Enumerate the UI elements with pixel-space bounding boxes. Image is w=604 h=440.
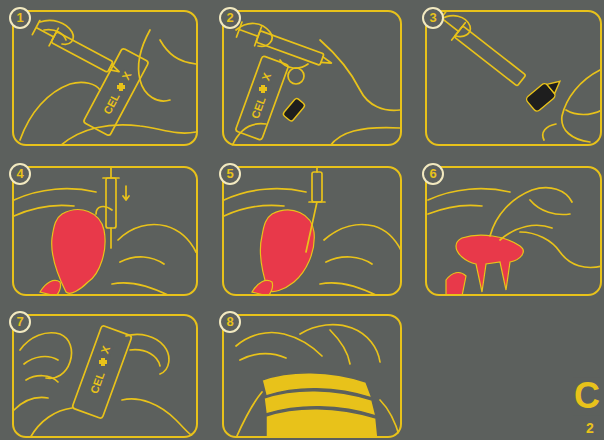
- line-art: [83, 48, 149, 136]
- line-art: [256, 31, 324, 66]
- package-text: X: [260, 71, 274, 84]
- callout-number: 3: [422, 7, 444, 29]
- step-panel: 2: [222, 10, 402, 146]
- step-panel: 4: [12, 166, 198, 296]
- line-art: [60, 125, 196, 146]
- line-art: [232, 124, 400, 146]
- bandage-wrap: [266, 409, 378, 438]
- line-art: [543, 70, 602, 142]
- callout-number: 4: [9, 163, 31, 185]
- line-art: [440, 16, 470, 37]
- brand-letter: 2: [585, 421, 595, 436]
- line-art: [300, 325, 380, 364]
- line-art: [235, 56, 289, 141]
- step-eight-art: [236, 325, 400, 438]
- line-art: [14, 398, 72, 439]
- line-art: [306, 166, 325, 252]
- step-panel: 5: [222, 166, 402, 296]
- line-art: [288, 68, 304, 84]
- callout-number: 2: [219, 7, 241, 29]
- step-panel: 1: [12, 10, 198, 146]
- step-five-art: [224, 166, 402, 296]
- callout-number: 6: [422, 163, 444, 185]
- callout-number: 7: [9, 311, 31, 333]
- line-art: [72, 325, 132, 419]
- brand-letter: C: [573, 377, 601, 415]
- line-art: [236, 392, 400, 438]
- line-art: [106, 178, 116, 228]
- line-art: [320, 40, 400, 110]
- cross-mark: [259, 85, 267, 93]
- step-three-art: [434, 10, 602, 142]
- line-art: [490, 188, 602, 268]
- line-art: [112, 225, 196, 296]
- callout-number: 5: [219, 163, 241, 185]
- line-art: [40, 20, 73, 44]
- line-art: [312, 172, 322, 202]
- step-two-art: [232, 20, 400, 146]
- line-art: [236, 23, 272, 46]
- step-panel: 8: [222, 314, 402, 438]
- line-art: [51, 32, 113, 73]
- applicator-tip: [282, 97, 305, 122]
- callout-number: 8: [219, 311, 241, 333]
- line-art: [122, 334, 196, 438]
- wound-blood: [456, 235, 523, 292]
- cross-mark: [99, 358, 107, 366]
- line-art: [96, 207, 112, 214]
- line-art: [20, 333, 72, 382]
- package-text: X: [120, 69, 135, 83]
- wound-blood: [40, 280, 61, 296]
- step-panel: 3: [425, 10, 602, 146]
- applicator-tip: [547, 77, 564, 94]
- wound-blood: [252, 280, 273, 296]
- step-panel: 6: [425, 166, 602, 296]
- line-art: [320, 225, 402, 296]
- package-text: X: [99, 344, 113, 357]
- line-art: [428, 189, 510, 214]
- step-six-art: [428, 188, 602, 296]
- step-one-art: [20, 19, 196, 146]
- package-text: CEL: [101, 91, 122, 118]
- wound-blood: [446, 273, 466, 296]
- callout-number: 1: [9, 7, 31, 29]
- step-seven-art: [14, 325, 196, 438]
- line-art: [236, 333, 322, 361]
- step-four-art: [14, 166, 196, 296]
- package-text: CEL: [88, 370, 107, 397]
- package-text: CEL: [249, 95, 268, 122]
- wound-blood: [52, 210, 105, 294]
- cross-mark: [117, 83, 125, 91]
